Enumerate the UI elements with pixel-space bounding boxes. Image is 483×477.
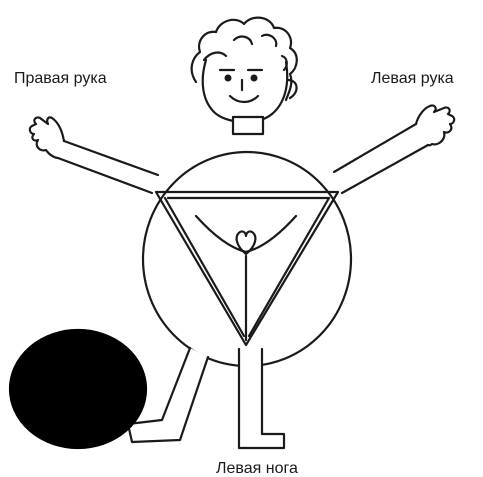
left-hand	[416, 105, 454, 145]
hair	[192, 18, 297, 100]
neck	[233, 117, 263, 134]
right-hand	[30, 117, 64, 158]
left-arm	[334, 124, 428, 193]
hair-curl	[204, 35, 287, 70]
left-eye	[226, 76, 231, 81]
head	[203, 60, 288, 122]
mouth	[230, 96, 258, 102]
right-arm	[58, 141, 158, 193]
label-left-arm: Левая рука	[371, 71, 454, 87]
left-leg	[239, 349, 284, 448]
label-right-arm: Правая рука	[14, 71, 107, 87]
right-eye	[252, 76, 257, 81]
ball	[10, 330, 146, 448]
label-left-leg: Левая нога	[216, 461, 298, 477]
